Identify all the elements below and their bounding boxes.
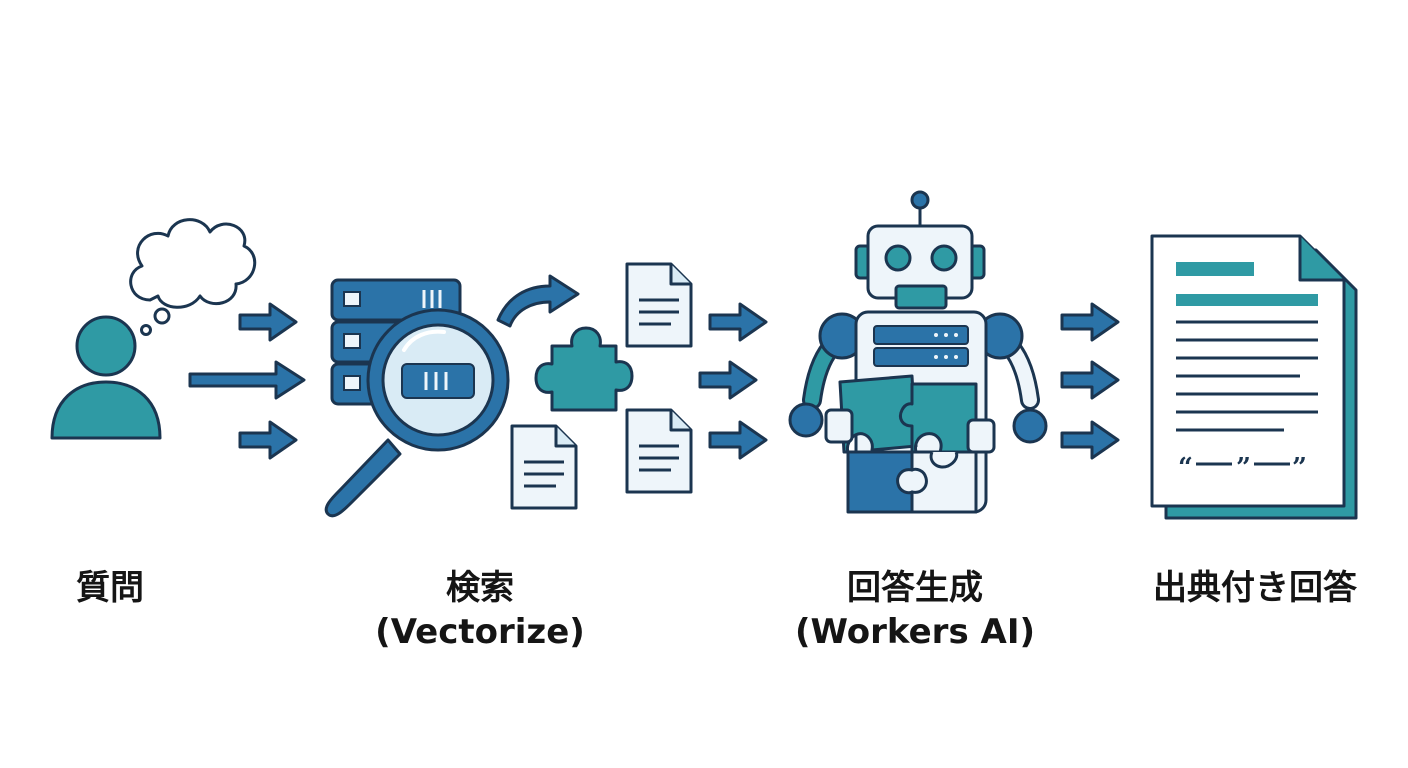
arrow-right-icon: [708, 302, 768, 342]
puzzle-stack-icon: [838, 374, 978, 514]
step-title: 質問: [76, 568, 144, 608]
cited-document-icon: “ ” ”: [1150, 234, 1358, 520]
flow-arrows-3: [1060, 302, 1120, 460]
user-body: [50, 380, 162, 440]
step-label-question: 質問: [40, 566, 180, 610]
thought-dot-small: [140, 324, 152, 336]
thought-dot-large: [153, 307, 171, 325]
step-label-generate: 回答生成 (Workers AI): [760, 566, 1070, 654]
user-head: [75, 315, 137, 377]
robot-puzzle-icon: [788, 190, 1048, 514]
arrow-right-icon: [238, 420, 298, 460]
document-icon: [625, 408, 693, 494]
thought-bubble: [129, 218, 257, 309]
arrow-right-icon: [1060, 360, 1120, 400]
quote-close-mark: ”: [1236, 453, 1251, 483]
arrow-right-icon: [708, 420, 768, 460]
arrow-right-icon: [1060, 302, 1120, 342]
step-label-search: 検索 (Vectorize): [330, 566, 630, 654]
step-subtitle: (Workers AI): [794, 612, 1036, 652]
database-search-icon: [324, 262, 693, 518]
flow-arrows-1: [188, 302, 306, 460]
arrow-right-icon: [698, 360, 758, 400]
step-title: 検索: [446, 568, 514, 608]
step-title: 回答生成: [847, 568, 983, 608]
step-label-answer: 出典付き回答: [1120, 566, 1390, 610]
flow-arrows-2: [698, 302, 768, 460]
arrow-right-icon: [1060, 420, 1120, 460]
document-icon: [510, 424, 578, 510]
quote-open-mark: “: [1178, 453, 1193, 483]
puzzle-piece-icon: [534, 326, 634, 412]
user-thinking-icon: [50, 218, 257, 440]
step-subtitle: (Vectorize): [375, 612, 585, 652]
quote-close-mark: ”: [1292, 453, 1307, 483]
arrow-right-icon: [188, 360, 306, 400]
arrow-right-icon: [238, 302, 298, 342]
curved-arrow-icon: [496, 274, 580, 328]
document-icon: [625, 262, 693, 348]
step-title: 出典付き回答: [1153, 568, 1357, 608]
magnifier-icon: [324, 308, 510, 518]
